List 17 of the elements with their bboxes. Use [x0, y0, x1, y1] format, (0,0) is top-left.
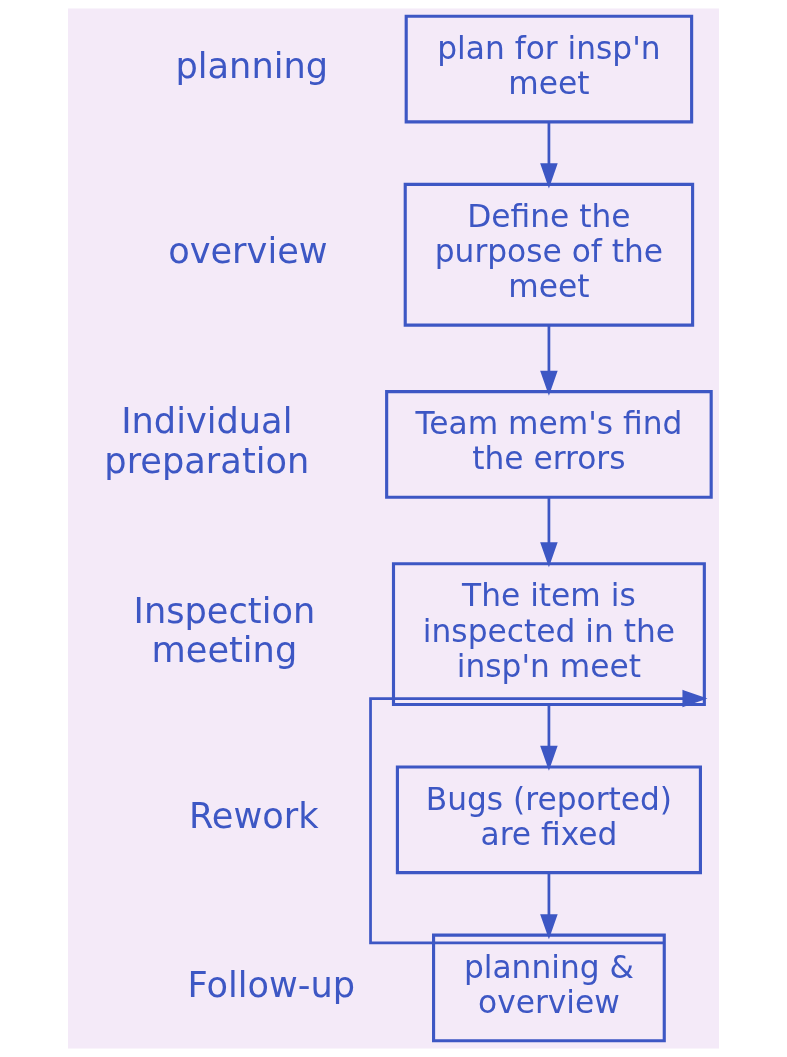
node-box: planning & overview [432, 933, 666, 1043]
node-box: Bugs (reported) are fixed [395, 765, 702, 875]
node-box: Define the purpose of the meet [403, 182, 695, 327]
arrow [540, 873, 558, 940]
node-box: Team mem's find the errors [385, 390, 713, 499]
arrow [369, 689, 708, 945]
node-label: overview [168, 230, 328, 272]
node-label: Follow-up [187, 963, 356, 1005]
arrow [540, 122, 558, 189]
node-label: planning [175, 44, 329, 86]
node-box: plan for insp'n meet [404, 14, 694, 124]
arrow [540, 497, 558, 568]
arrow [540, 704, 558, 771]
node-label: Rework [188, 795, 319, 837]
arrow [540, 325, 558, 396]
node-label: Inspection meeting [133, 590, 316, 671]
node-label: Individual preparation [104, 400, 310, 481]
